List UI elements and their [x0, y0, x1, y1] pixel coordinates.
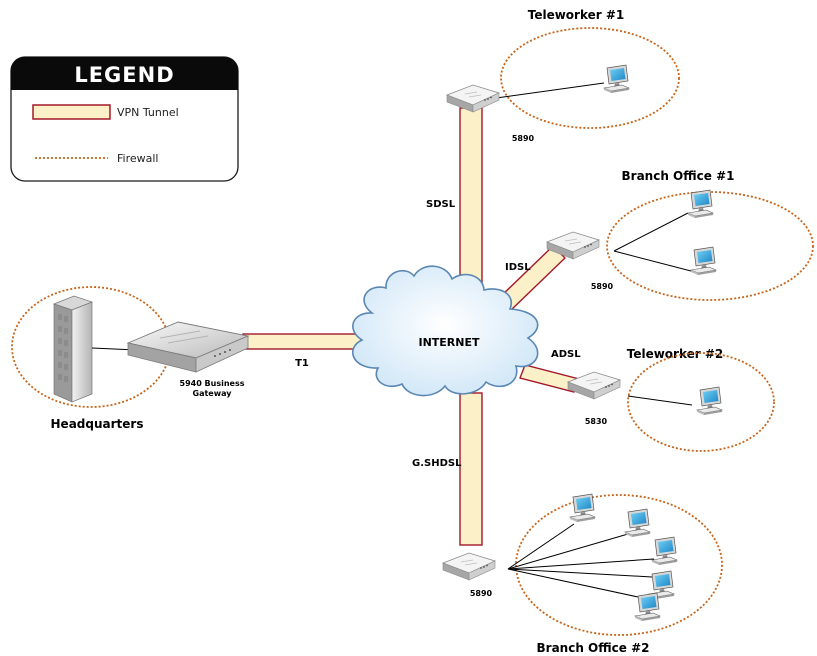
t1-link-label: T1 — [295, 358, 309, 369]
internet-cloud: INTERNET — [352, 265, 539, 397]
branch-office-1-pc-2-icon — [690, 246, 717, 276]
branch-office-1-lan-link-1 — [613, 212, 689, 252]
teleworker-1-firewall — [500, 27, 680, 129]
teleworker-1-router-icon — [446, 84, 500, 113]
teleworker-2-label: Teleworker #2 — [627, 347, 724, 361]
gshdsl-link-label: G.SHDSL — [412, 458, 462, 469]
branch-office-2-lan-link-5 — [507, 568, 639, 598]
legend-tunnel-label: VPN Tunnel — [117, 106, 179, 119]
branch-office-2-lan-link-4 — [507, 568, 653, 578]
branch-office-1-pc-1-icon — [687, 189, 714, 219]
hq-site-label: Headquarters — [51, 417, 144, 431]
branch-office-2-pc-5-icon — [634, 592, 661, 622]
tunnel-t1 — [242, 333, 362, 350]
teleworker-1-model: 5890 — [512, 134, 535, 143]
teleworker-2-pc-icon — [696, 386, 723, 416]
branch-office-2-label: Branch Office #2 — [537, 641, 650, 655]
branch-office-2-firewall — [515, 494, 723, 636]
adsl-link-label: ADSL — [551, 349, 581, 360]
branch-office-2-router-icon — [442, 552, 496, 581]
legend-firewall-label: Firewall — [117, 152, 158, 165]
branch-office-1-model: 5890 — [591, 282, 614, 291]
site-branch-office-2: 5890 Branch Office #2 G.SHDSL — [412, 458, 723, 655]
hq-gateway-label-line2: Gateway — [193, 389, 233, 398]
tunnel-adsl — [519, 364, 580, 393]
branch-office-2-lan-link-3 — [507, 558, 655, 570]
branch-office-1-lan-link-2 — [613, 250, 692, 272]
sdsl-link-label: SDSL — [426, 199, 456, 210]
site-branch-office-1: Branch Office #1 5890 IDSL — [505, 169, 814, 301]
hq-gateway-icon — [126, 321, 250, 373]
branch-office-2-model: 5890 — [470, 589, 493, 598]
teleworker-2-firewall — [627, 352, 775, 452]
branch-office-2-pc-1-icon — [569, 493, 596, 523]
teleworker-2-router-icon — [567, 371, 621, 400]
branch-office-1-label: Branch Office #1 — [622, 169, 735, 183]
site-teleworker-1: Teleworker #1 5890 SDSL — [426, 8, 680, 210]
site-teleworker-2: Teleworker #2 5830 ADSL — [551, 347, 775, 452]
legend-title: LEGEND — [74, 63, 174, 87]
hq-site: 5940 Business Gateway Headquarters T1 — [11, 286, 309, 431]
branch-office-2-pc-3-icon — [651, 536, 678, 566]
tunnel-gshdsl — [459, 392, 483, 546]
teleworker-2-model: 5830 — [585, 417, 608, 426]
legend-header — [11, 57, 238, 90]
teleworker-2-lan-link — [627, 395, 693, 406]
teleworker-1-pc-icon — [603, 64, 630, 94]
branch-office-2-pc-2-icon — [624, 508, 651, 538]
hq-gateway-label-line1: 5940 Business — [180, 379, 245, 388]
teleworker-1-lan-link — [495, 82, 605, 99]
internet-label: INTERNET — [418, 336, 480, 349]
branch-office-1-firewall — [606, 191, 814, 301]
legend: LEGEND VPN Tunnel Firewall — [10, 56, 239, 182]
server-icon — [52, 295, 94, 403]
legend-tunnel-swatch — [32, 104, 111, 120]
tunnel-sdsl — [459, 107, 483, 287]
teleworker-1-label: Teleworker #1 — [528, 8, 625, 22]
branch-office-2-lan-link-2 — [507, 533, 629, 570]
idsl-link-label: IDSL — [505, 262, 531, 273]
branch-office-2-lan-link-1 — [507, 523, 575, 570]
